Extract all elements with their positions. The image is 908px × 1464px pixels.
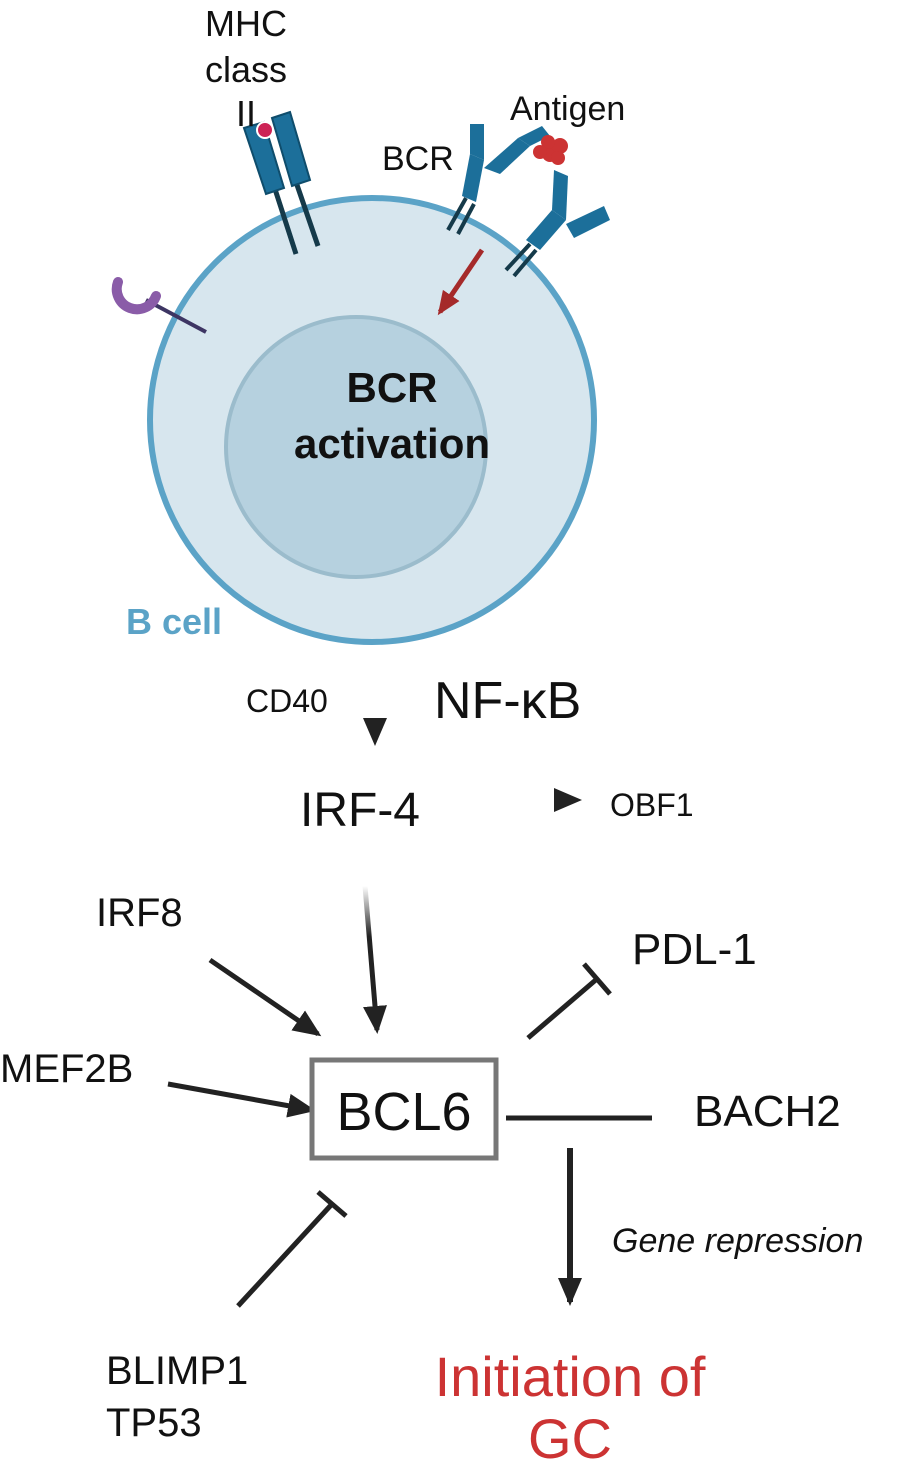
cd40-label: CD40 [246, 683, 328, 719]
gene-repression-label: Gene repression [612, 1222, 863, 1260]
mhc-label-line3: II [236, 93, 256, 134]
obf1-label: OBF1 [610, 787, 694, 823]
irf8-label: IRF8 [96, 891, 183, 935]
mef2b-label: MEF2B [0, 1047, 133, 1091]
bcr-label: BCR [382, 140, 454, 178]
nucleus-label-line2: activation [294, 420, 490, 467]
b-cell-label: B cell [126, 601, 222, 642]
mhc-label-line2: class [205, 49, 287, 90]
antigen-label: Antigen [510, 90, 625, 128]
irf4-to-bcl6-arrow [362, 885, 387, 1034]
receptor-icon [111, 277, 207, 334]
mhc-label-line1: MHC [205, 3, 287, 44]
pdl1-label: PDL-1 [632, 925, 757, 974]
mef2b-to-bcl6-arrow [167, 1081, 316, 1118]
blimp1-label: BLIMP1 [106, 1349, 248, 1393]
bcr-icon [446, 124, 568, 235]
outcome-label-line2: GC [528, 1407, 612, 1464]
blimp1-inhibits-bcl6 [236, 1190, 348, 1308]
nfkb-label: NF-κB [434, 672, 581, 730]
irf4-label: IRF-4 [300, 784, 420, 837]
tp53-label: TP53 [106, 1401, 202, 1445]
outcome-label-line1: Initiation of [435, 1345, 706, 1408]
mhc-class-ii-icon [242, 110, 321, 255]
bcl6-inhibits-pdl1 [526, 962, 612, 1040]
nucleus-label-line1: BCR [347, 364, 438, 411]
bcr-icon [504, 170, 610, 278]
activation-arrow [437, 248, 485, 316]
bcl6-box [309, 1057, 499, 1161]
irf8-to-bcl6-arrow [208, 957, 322, 1037]
bach2-label: BACH2 [694, 1087, 841, 1136]
bcl6-label: BCL6 [336, 1082, 471, 1142]
nucleus [224, 315, 488, 579]
